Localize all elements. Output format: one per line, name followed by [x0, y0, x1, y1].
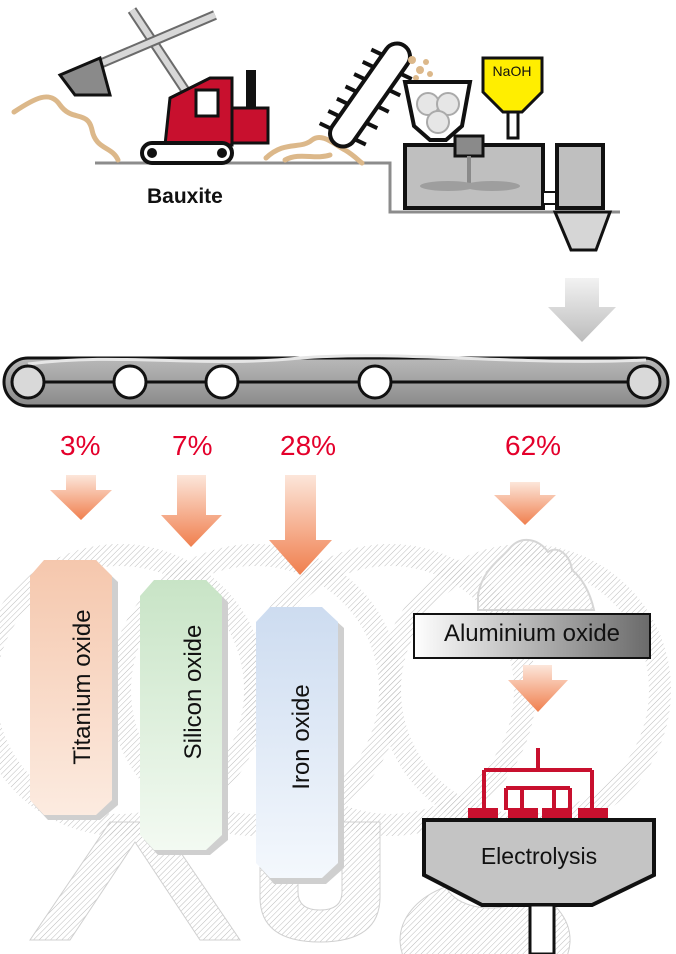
- gray-down-arrow-icon: [548, 278, 616, 342]
- ground-line: [95, 161, 620, 214]
- silicon-percent: 7%: [172, 430, 213, 461]
- titanium-oxide-bar: [30, 560, 118, 820]
- silicon-arrow-icon: [161, 475, 222, 547]
- bauxite-pile-icon: [11, 94, 365, 166]
- naoh-label: NaOH: [493, 63, 532, 79]
- bauxite-label: Bauxite: [147, 185, 223, 208]
- bucket-conveyor-icon: [318, 41, 413, 149]
- iron-percent: 28%: [280, 430, 337, 461]
- conveyor-belt-icon: [2, 354, 670, 408]
- mill-hopper-icon: [402, 80, 473, 142]
- titanium-arrow-icon: [50, 475, 112, 520]
- iron-arrow-icon: [269, 475, 332, 575]
- electrolysis-arrow-icon: [508, 665, 568, 712]
- iron-oxide-label: Iron oxide: [288, 684, 315, 790]
- mixing-tank-icon: [403, 134, 613, 252]
- silicon-oxide-label: Silicon oxide: [180, 624, 207, 760]
- titanium-percent: 3%: [60, 430, 101, 461]
- bauxite-grains-icon: [408, 56, 433, 81]
- aluminium-oxide-label: Aluminium oxide: [443, 620, 621, 647]
- titanium-oxide-label: Titanium oxide: [69, 609, 96, 765]
- naoh-hopper-icon: [481, 56, 544, 140]
- iron-oxide-bar: [256, 607, 344, 884]
- aluminium-oxide-box: [413, 613, 651, 659]
- alumina-pile-icon: [477, 538, 596, 611]
- silicon-oxide-bar: [140, 580, 228, 855]
- electrolysis-tank-icon: [422, 818, 656, 954]
- distribution-lines-icon: [482, 748, 594, 810]
- excavator-icon: [57, 7, 270, 165]
- aluminium-percent: 62%: [505, 430, 562, 461]
- orange-arrows: [50, 475, 568, 712]
- electrodes-icon: [468, 808, 608, 820]
- aluminium-arrow-icon: [494, 482, 556, 525]
- electrolysis-label: Electrolysis: [480, 843, 598, 869]
